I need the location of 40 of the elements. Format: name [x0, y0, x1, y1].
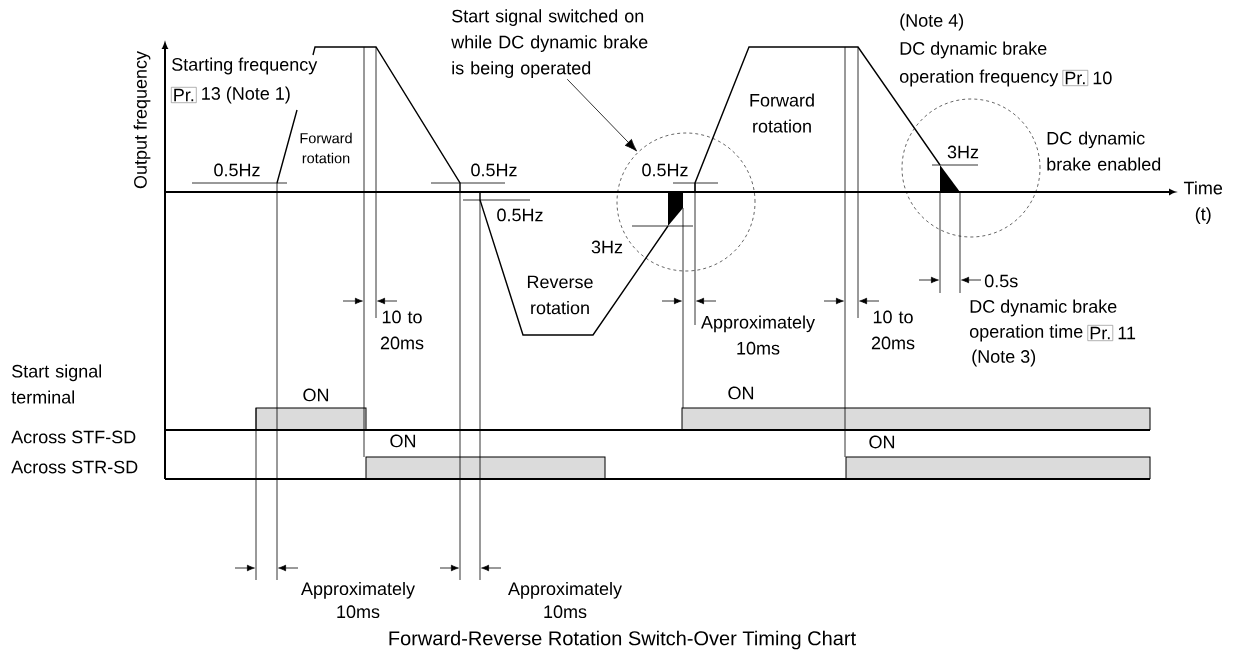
parameter-box: Pr.: [1062, 70, 1089, 86]
rotation-label: Forward rotation: [750, 93, 814, 133]
annotation-text: operation time: [969, 324, 1083, 342]
axis-label: Time (t): [1183, 181, 1223, 224]
annotation-text: 10: [1093, 71, 1112, 85]
annotation-text: Starting frequency: [172, 57, 318, 75]
time-value: 10 to 20ms: [380, 310, 424, 350]
row-label: Across STF-SD: [11, 430, 136, 444]
signal-label: ON: [869, 435, 895, 449]
rotation-label: Reverse rotation: [527, 275, 593, 315]
frequency-value: 0.5Hz: [642, 163, 688, 177]
time-value: 0.5s: [984, 274, 1018, 288]
annotation-text: DC dynamic brake: [900, 41, 1047, 59]
parameter-box: Pr.: [171, 87, 197, 103]
dashed-circle: [901, 98, 1041, 238]
annotation-text: DC dynamic brake: [970, 299, 1117, 317]
parameter-box: Pr.: [1087, 325, 1114, 341]
row-label: Start signal terminal: [11, 364, 101, 404]
leader-arrow: [566, 78, 638, 152]
time-value: Approximately 10ms: [301, 581, 415, 619]
axis-label: Output frequency: [133, 51, 151, 189]
annotation-text: (Note 4): [900, 13, 964, 31]
time-value: Approximately 10ms: [701, 315, 815, 355]
annotation-text: Start signal switched on while DC dynamic brake is being operated: [451, 9, 648, 78]
chart-caption: Forward-Reverse Rotation Switch-Over Timing Chart: [389, 630, 856, 650]
signal-label: ON: [390, 434, 416, 448]
frequency-value: 3Hz: [947, 145, 979, 159]
row-label: Across STR-SD: [11, 460, 138, 474]
signal-label: ON: [728, 386, 754, 400]
frequency-value: 0.5Hz: [214, 163, 260, 177]
frequency-value: 3Hz: [591, 240, 623, 254]
time-value: 10 to 20ms: [871, 310, 915, 350]
annotation-text: 11: [1118, 326, 1136, 340]
signal-label: ON: [303, 388, 329, 402]
time-value: Approximately 10ms: [508, 581, 622, 619]
frequency-value: 0.5Hz: [497, 208, 543, 222]
annotation-text: (Note 3): [972, 349, 1036, 367]
frequency-value: 0.5Hz: [471, 163, 517, 177]
annotation-text: 13 (Note 1): [202, 86, 290, 104]
rotation-label: Forward rotation: [300, 132, 352, 164]
